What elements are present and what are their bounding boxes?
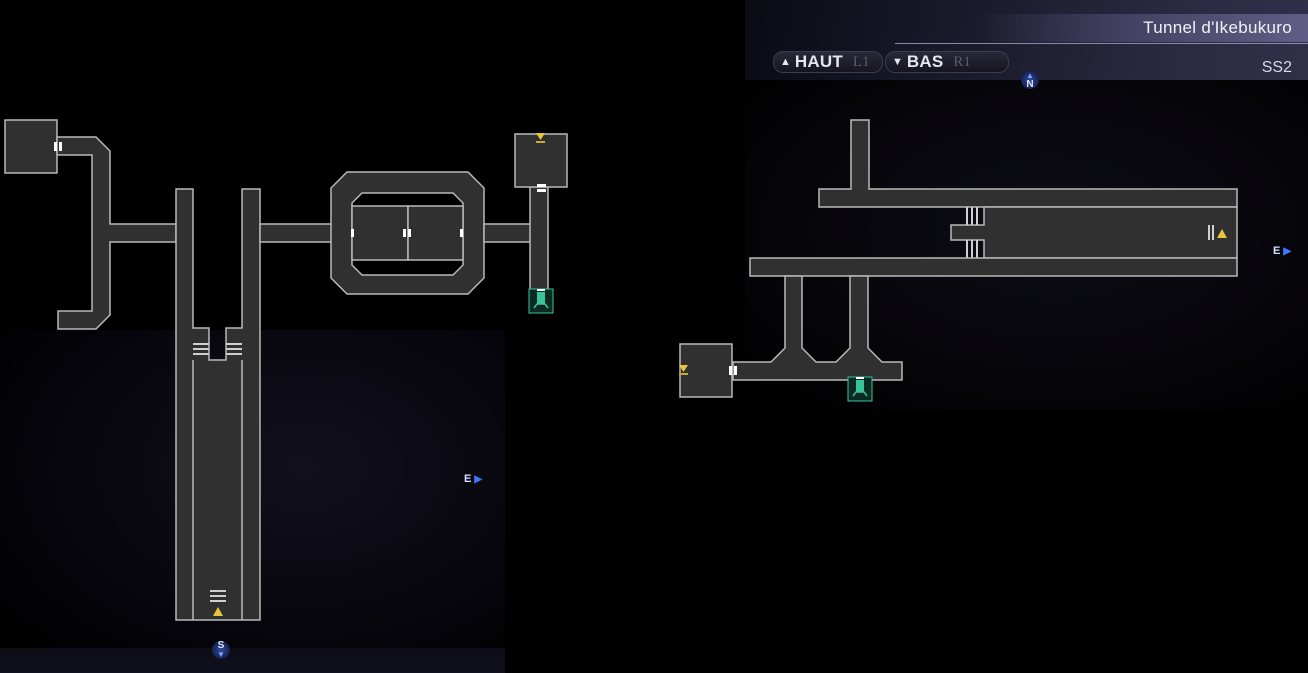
stairs-down-icon[interactable] [679,365,688,375]
door-icon[interactable] [54,142,57,151]
east-label: E [1273,245,1281,257]
south-label: S [217,640,225,651]
floor-down-button[interactable]: ▼ BAS R1 [885,51,1009,73]
door-icon[interactable] [537,189,546,192]
location-title: Tunnel d'Ikebukuro [1143,18,1292,37]
room [351,205,409,261]
corridor [483,223,535,243]
floor-down-label: BAS [906,52,944,71]
floor-label: SS2 [1261,59,1292,76]
floor-up-label: HAUT [794,52,843,71]
right-map-area [679,119,1238,402]
corridor [175,188,261,621]
header-divider [895,43,1308,44]
north-label: N [1026,79,1034,90]
terminal-icon[interactable] [528,288,554,314]
stairs-down-icon[interactable] [536,133,545,143]
corridor [732,275,903,381]
terminal-icon[interactable] [847,376,873,402]
header-band [978,14,1308,42]
door-icon[interactable] [408,229,411,237]
steps-marker [193,343,242,355]
east-arrow-icon: ▶ [1283,245,1292,257]
steps-marker [966,207,978,258]
r1-key-label: R1 [953,53,971,70]
down-arrow-icon: ▼ [892,56,903,68]
room [514,133,568,188]
floor-up-button[interactable]: ▲ HAUT L1 [773,51,883,73]
room [407,205,464,261]
l1-key-label: L1 [852,53,870,70]
door-icon[interactable] [403,229,406,237]
east-arrow-icon: ▶ [474,473,483,485]
room [679,343,733,398]
wall-line [192,360,243,620]
door-icon[interactable] [59,142,62,151]
location-header: Tunnel d'Ikebukuro SS2 ▲ HAUT L1 ▼ BAS R… [745,0,1308,80]
corridor [818,119,1238,208]
door-icon[interactable] [460,229,463,237]
corridor [529,186,549,293]
south-marker: S ▼ [212,641,230,659]
room [4,119,58,174]
north-marker: ▲ N [1021,71,1039,90]
up-arrow-icon: ▲ [780,56,791,68]
door-icon[interactable] [537,184,546,187]
stairs-up-icon[interactable] [210,590,226,616]
compass-north: ▲ N [1020,68,1040,92]
stairs-up-icon[interactable] [1208,225,1227,240]
compass-south: S ▼ [211,638,231,662]
left-map-area [4,119,568,621]
compass-east-left: E ▶ [464,473,482,485]
door-icon[interactable] [734,366,737,375]
corridor [56,136,177,330]
door-icon[interactable] [729,366,732,375]
door-icon[interactable] [351,229,354,237]
corridor [749,257,1238,277]
compass-east-right: E ▶ [1273,245,1291,257]
east-label: E [464,473,472,485]
room [950,206,1238,259]
corridor [259,223,333,243]
